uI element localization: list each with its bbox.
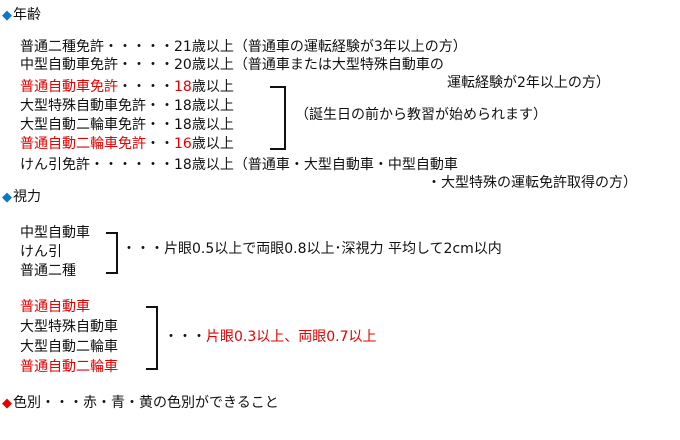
vision-heading: ◆視力 [2,188,41,207]
age-row-futsu: 普通自動車免許・・・・18歳以上 [20,79,234,95]
age-title: 年齢 [13,7,41,23]
color-sense-heading: ◆色別・・・赤・青・黄の色別ができること [2,394,279,413]
age-group-note: （誕生日の前から教習が始められます） [295,107,547,123]
age-heading: ◆年齢 [2,6,41,25]
age-row-kenin: けん引免許・・・・・・18歳以上（普通車・大型自動車・中型自動車 [20,157,458,173]
vision-g2-item: 普通自動二輪車 [20,359,118,375]
age-row-ogata-tokushu: 大型特殊自動車免許・・18歳以上 [20,98,234,114]
diamond-marker-icon: ◆ [2,396,12,411]
age-group-bracket [270,86,286,150]
diamond-marker-icon: ◆ [2,190,12,205]
vision-g1-bracket [106,232,118,274]
diamond-marker-icon: ◆ [2,8,12,23]
age-row-ogata-nirin: 大型自動二輪車免許・・18歳以上 [20,117,234,133]
vision-g2-item: 大型自動二輪車 [20,339,118,355]
vision-g1-item: 普通二種 [20,263,76,279]
vision-g2-bracket [146,306,158,370]
vision-g1-item: けん引 [20,244,62,260]
age-row-kenin-note: ・大型特殊の運転免許取得の方） [427,175,637,191]
vision-g2-item: 普通自動車 [20,299,90,315]
vision-g1-item: 中型自動車 [20,225,90,241]
vision-title: 視力 [13,189,41,205]
age-row-futsu-nirin: 普通自動二輪車免許・・16歳以上 [20,136,234,152]
vision-g2-item: 大型特殊自動車 [20,319,118,335]
age-row-chugata: 中型自動車免許・・・・20歳以上（普通車または大型特殊自動車の [20,57,444,73]
vision-g1-text: ・・・片眼0.5以上で両眼0.8以上･深視力 平均して2cm以内 [122,241,502,257]
color-sense-text: 色別・・・赤・青・黄の色別ができること [13,395,279,411]
age-row-chugata-note: 運転経験が2年以上の方） [447,75,610,91]
age-row-futsu-nishu: 普通二種免許・・・・・21歳以上（普通車の運転経験が3年以上の方） [20,39,467,55]
vision-g2-text: ・・・片眼0.3以上、両眼0.7以上 [164,329,377,345]
